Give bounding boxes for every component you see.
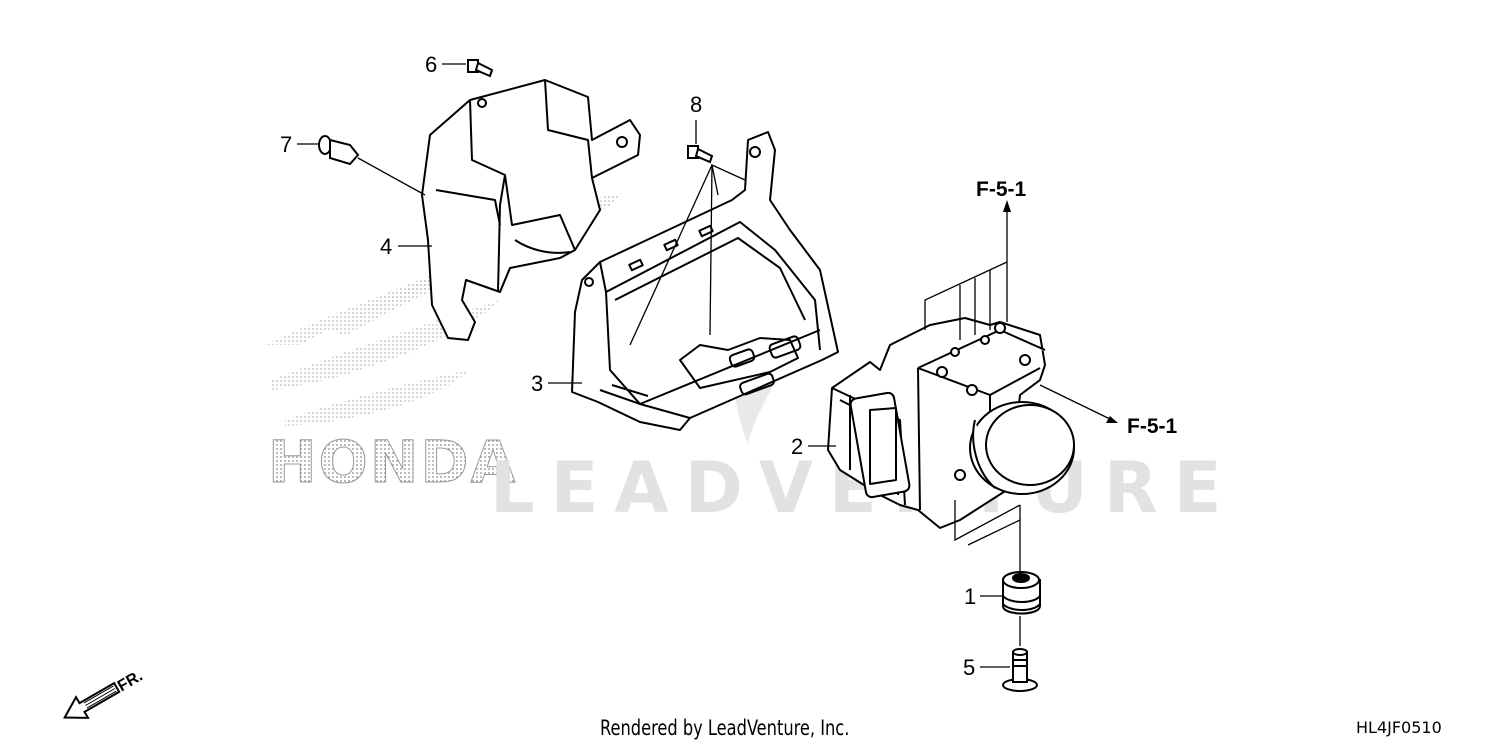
reference-arrowheads [1003,200,1118,423]
callout-7: 7 [280,132,292,157]
part-1-grommet [1002,571,1041,615]
part-6-bolt [467,59,494,78]
callout-3: 3 [531,371,543,396]
part-2-abs-modulator [827,317,1075,529]
reference-f-5-1-top[interactable]: F-5-1 [976,178,1026,201]
render-credit: Rendered by LeadVenture, Inc. [600,716,850,740]
front-direction-arrow: FR. [63,668,146,719]
part-3-bracket [571,131,839,431]
callout-8: 8 [690,92,702,117]
callout-1: 1 [964,584,976,609]
callout-5: 5 [963,655,975,680]
part-7-clip [318,135,360,166]
leader-lines [297,63,1113,668]
reference-f-5-1-right[interactable]: F-5-1 [1127,415,1177,438]
diagram-code: HL4JF0510 [1356,718,1442,737]
callout-2: 2 [791,434,803,459]
part-4-guard [421,79,641,341]
part-5-bolt [1002,648,1038,692]
part-8-bolt [687,145,714,164]
callout-4: 4 [380,234,392,259]
brand-wordmark: HONDA [268,428,517,496]
callout-6: 6 [425,52,437,77]
